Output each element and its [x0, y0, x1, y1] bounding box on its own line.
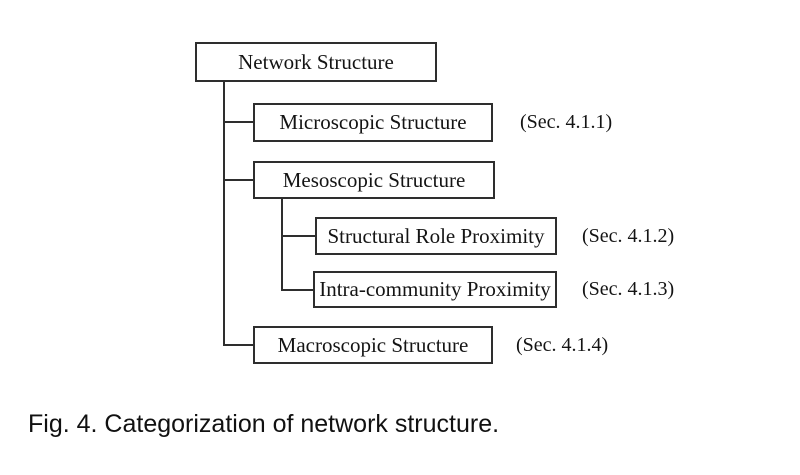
- node-macroscopic-structure-label: Macroscopic Structure: [277, 332, 469, 357]
- node-microscopic-structure: Microscopic Structure: [253, 103, 493, 142]
- connector-mesoscopic-vertical: [281, 199, 283, 291]
- section-label-microscopic-text: (Sec. 4.1.1): [520, 111, 613, 133]
- section-label-macroscopic: (Sec. 4.1.4): [516, 326, 608, 364]
- connector-main-vertical: [223, 82, 225, 346]
- connector-branch-macroscopic: [223, 344, 253, 346]
- node-macroscopic-structure: Macroscopic Structure: [253, 326, 493, 364]
- section-label-intra-community: (Sec. 4.1.3): [582, 271, 674, 308]
- section-label-macroscopic-text: (Sec. 4.1.4): [516, 333, 609, 356]
- connector-branch-structural-role: [281, 235, 315, 237]
- node-network-structure-label: Network Structure: [238, 49, 394, 74]
- section-label-structural-role: (Sec. 4.1.2): [582, 217, 674, 255]
- connector-branch-microscopic: [223, 121, 253, 123]
- node-intra-community-proximity: Intra-community Proximity: [313, 271, 557, 308]
- node-mesoscopic-structure-label: Mesoscopic Structure: [282, 167, 466, 192]
- node-mesoscopic-structure: Mesoscopic Structure: [253, 161, 495, 199]
- section-label-microscopic: (Sec. 4.1.1): [520, 103, 612, 142]
- node-intra-community-proximity-label: Intra-community Proximity: [319, 277, 551, 301]
- node-structural-role-proximity: Structural Role Proximity: [315, 217, 557, 255]
- node-structural-role-proximity-label: Structural Role Proximity: [327, 223, 545, 248]
- node-microscopic-structure-label: Microscopic Structure: [279, 110, 467, 134]
- connector-branch-intra-community: [281, 289, 313, 291]
- connector-branch-mesoscopic: [223, 179, 253, 181]
- section-label-intra-community-text: (Sec. 4.1.3): [582, 278, 675, 300]
- section-label-structural-role-text: (Sec. 4.1.2): [582, 224, 675, 247]
- node-network-structure: Network Structure: [195, 42, 437, 82]
- figure-caption: Fig. 4. Categorization of network struct…: [28, 410, 500, 438]
